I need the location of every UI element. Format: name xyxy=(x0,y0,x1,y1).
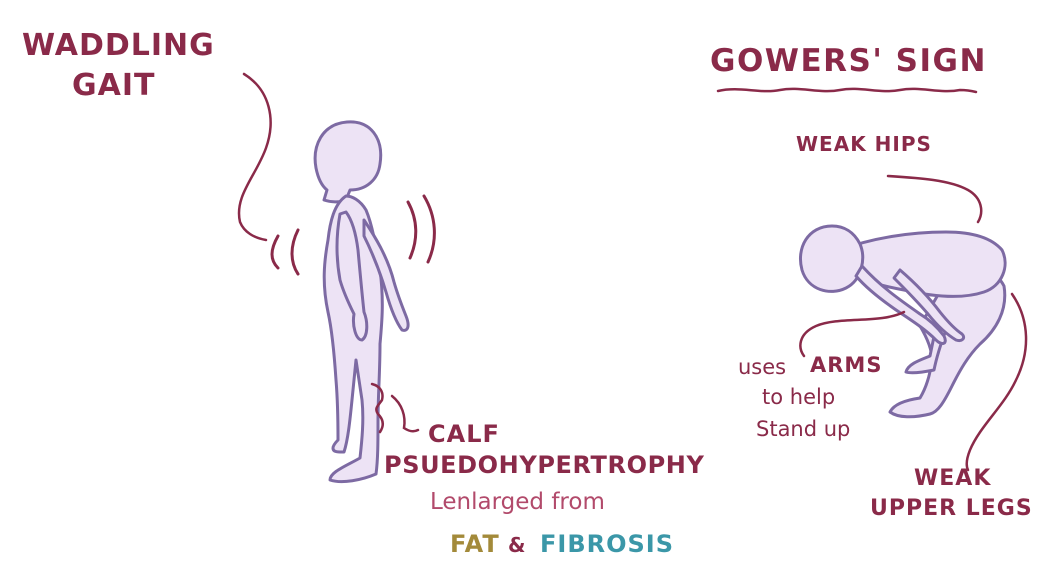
calf-label: CALF xyxy=(428,420,500,448)
upper-legs-label: UPPER LEGS xyxy=(870,496,1033,521)
arms-label: ARMS xyxy=(810,353,883,377)
to-help-label: to help xyxy=(762,385,836,409)
pseudohypertrophy-label: PSUEDOHYPERTROPHY xyxy=(384,451,705,479)
weak-label: WEAK xyxy=(914,466,992,491)
ampersand-label: & xyxy=(508,533,527,557)
leader-lines xyxy=(237,72,1028,472)
enlarged-from-label: Lenlarged from xyxy=(430,489,605,515)
waddling-gait-title-line2: GAIT xyxy=(72,68,156,103)
fat-label: FAT xyxy=(450,530,500,558)
bending-child-figure xyxy=(799,224,1007,419)
fibrosis-label: FIBROSIS xyxy=(540,530,674,558)
motion-arcs xyxy=(270,194,436,276)
stand-up-label: Stand up xyxy=(756,417,851,441)
gowers-sign-title: GOWERS' SIGN xyxy=(710,43,987,79)
waddling-gait-title-line1: WADDLING xyxy=(22,28,215,63)
standing-child-figure xyxy=(313,120,410,484)
weak-hips-label: WEAK HIPS xyxy=(796,132,932,156)
uses-label: uses xyxy=(738,355,787,379)
